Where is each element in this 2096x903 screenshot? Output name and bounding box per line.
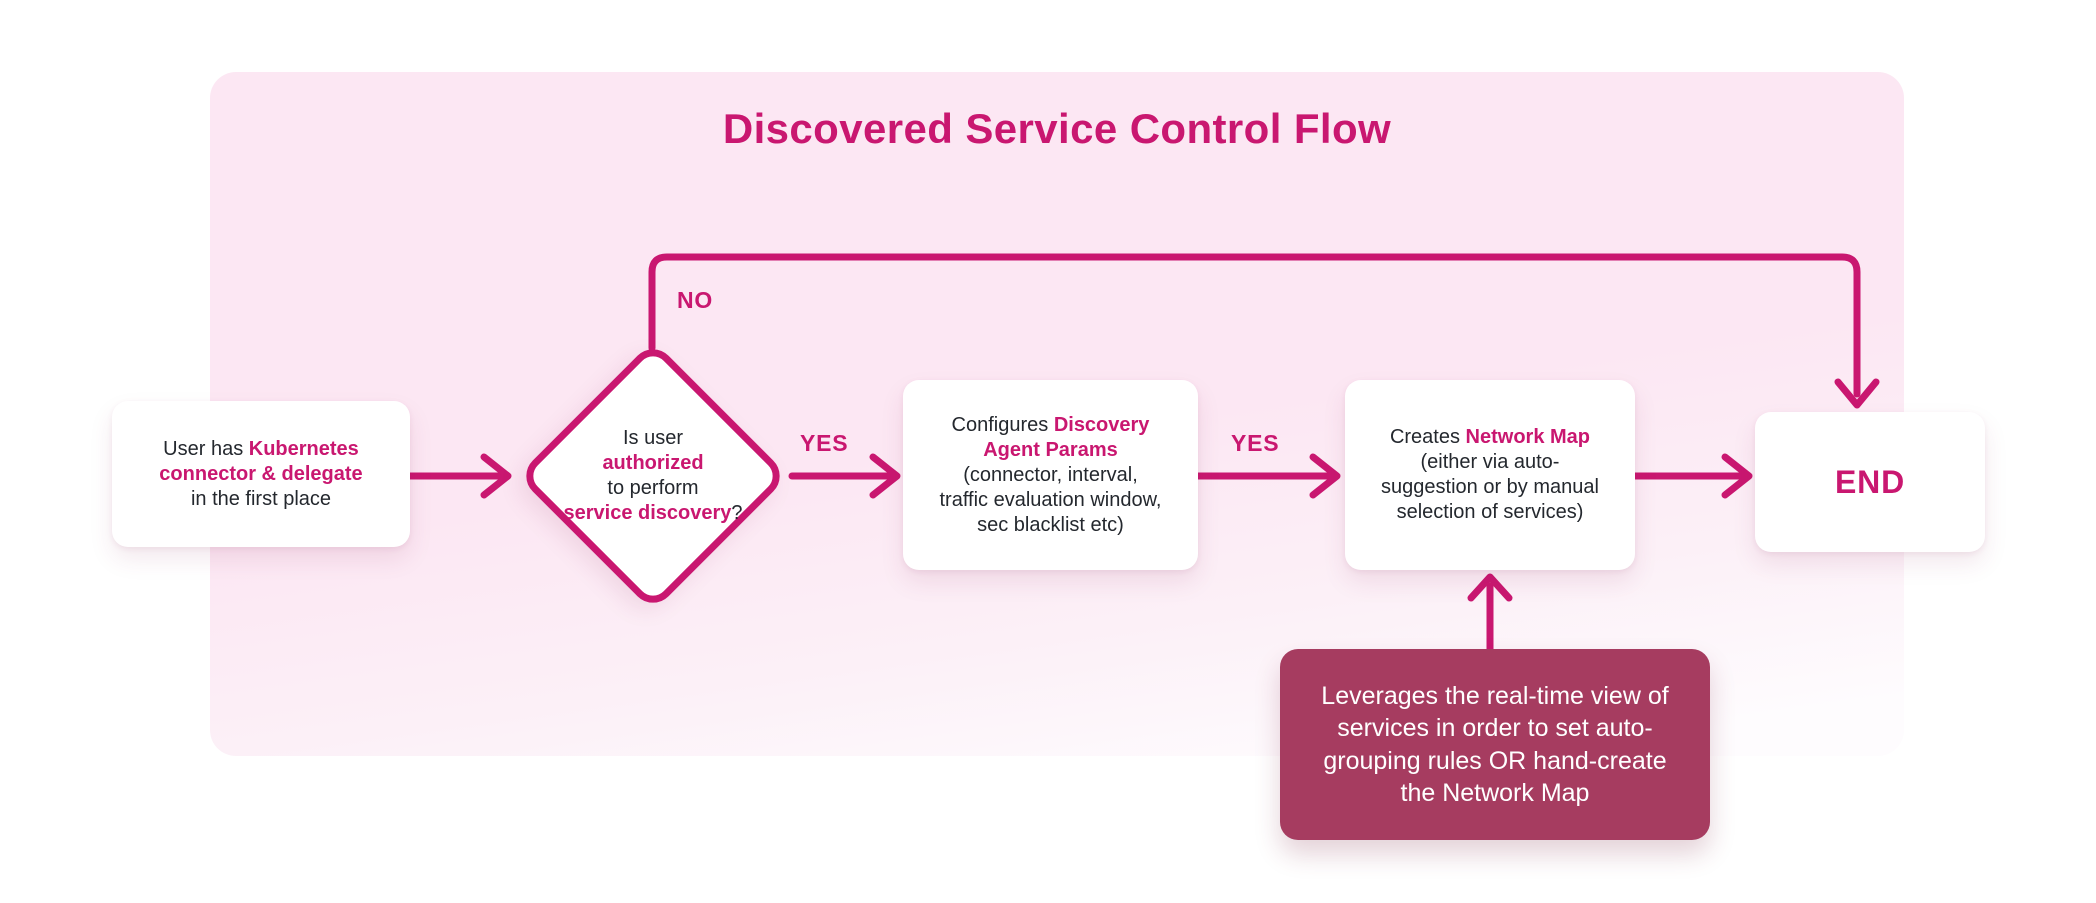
node-end: END xyxy=(1755,412,1985,552)
node-create-network-map: Creates Network Map(either via auto-sugg… xyxy=(1345,380,1635,570)
node-end-label: END xyxy=(1835,464,1905,500)
node-create-text: Creates Network Map(either via auto-sugg… xyxy=(1381,426,1599,523)
edge-label-yes-decision: YES xyxy=(800,430,849,456)
diagram-title: Discovered Service Control Flow xyxy=(722,105,1392,152)
edge-label-yes-configure: YES xyxy=(1231,430,1280,456)
edge-label-no: NO xyxy=(677,287,714,313)
